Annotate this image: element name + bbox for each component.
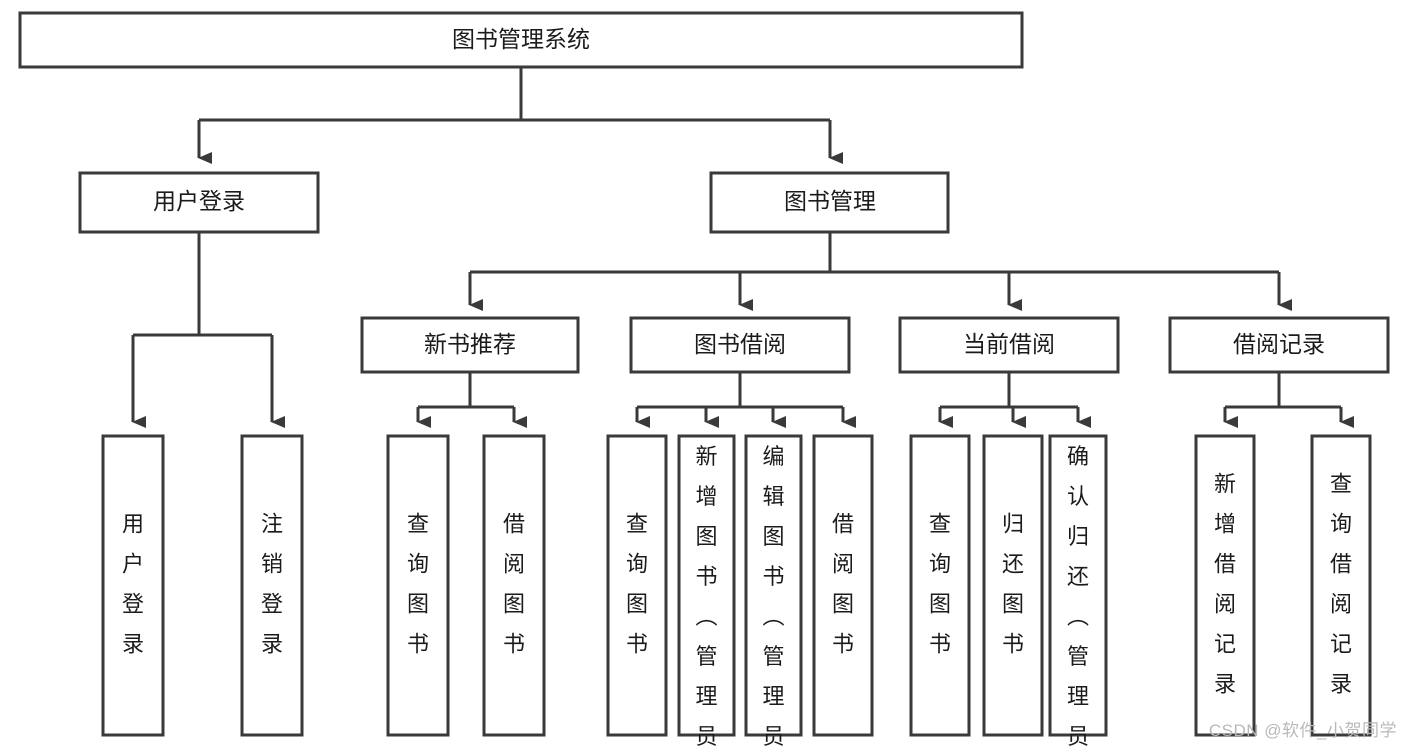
node-book-borrow-label: 图书借阅 bbox=[694, 331, 786, 357]
node-book-manage[interactable]: 图书管理 bbox=[709, 171, 950, 234]
connector-group-current-borrow bbox=[938, 372, 1091, 428]
node-leaf-borrow-book-2-label: 借阅图书 bbox=[832, 511, 854, 656]
node-borrow-record-box bbox=[1168, 316, 1390, 374]
connector-group-user-login bbox=[131, 232, 285, 428]
node-book-borrow-box bbox=[629, 316, 851, 374]
node-leaf-add-book-label: 新增图书︵管理员︶ bbox=[695, 444, 717, 747]
node-leaf-add-record-label: 新增借阅记录 bbox=[1214, 471, 1236, 696]
node-leaf-query-record-box bbox=[1310, 434, 1372, 737]
node-leaf-confirm-return-box bbox=[1048, 434, 1108, 737]
node-leaf-query-book-3-label: 查询图书 bbox=[929, 511, 951, 656]
node-new-book-recommend-box bbox=[360, 316, 580, 374]
node-current-borrow-box bbox=[898, 316, 1120, 374]
node-leaf-query-book-1-box bbox=[386, 434, 450, 737]
node-book-borrow[interactable]: 图书借阅 bbox=[629, 316, 851, 374]
node-borrow-record[interactable]: 借阅记录 bbox=[1168, 316, 1390, 374]
node-leaf-user-login-label: 用户登录 bbox=[122, 511, 144, 656]
leaf-node-layer: 用户登录 注销登录 查询图书 借阅图书 查询图书 新增图书︵管理员︶ 编辑图书︵管理员︶ 借阅… bbox=[101, 434, 1372, 747]
node-user-login-label: 用户登录 bbox=[153, 188, 245, 214]
node-new-book-recommend-label: 新书推荐 bbox=[424, 331, 516, 357]
node-leaf-borrow-book-2-box bbox=[812, 434, 874, 737]
connector-group-root bbox=[197, 67, 843, 164]
node-book-manage-box bbox=[709, 171, 950, 234]
node-leaf-query-book-3-box bbox=[909, 434, 971, 737]
node-leaf-borrow-book-2[interactable]: 借阅图书 bbox=[812, 434, 874, 737]
node-leaf-query-book-3[interactable]: 查询图书 bbox=[909, 434, 971, 737]
node-borrow-record-label: 借阅记录 bbox=[1233, 331, 1325, 357]
node-leaf-return-book[interactable]: 归还图书 bbox=[982, 434, 1044, 737]
node-leaf-borrow-book-1-box bbox=[482, 434, 546, 737]
node-book-manage-label: 图书管理 bbox=[784, 188, 876, 214]
connector-group-book-borrow bbox=[635, 372, 856, 428]
node-leaf-query-record-label: 查询借阅记录 bbox=[1330, 471, 1352, 696]
node-root-box bbox=[18, 11, 1024, 69]
node-user-login[interactable]: 用户登录 bbox=[78, 171, 320, 234]
node-leaf-edit-book[interactable]: 编辑图书︵管理员︶ bbox=[744, 434, 803, 747]
node-current-borrow-label: 当前借阅 bbox=[963, 331, 1055, 357]
node-leaf-user-logout-label: 注销登录 bbox=[261, 511, 283, 656]
node-leaf-query-record[interactable]: 查询借阅记录 bbox=[1310, 434, 1372, 737]
node-leaf-add-book[interactable]: 新增图书︵管理员︶ bbox=[677, 434, 736, 747]
node-leaf-borrow-book-1[interactable]: 借阅图书 bbox=[482, 434, 546, 737]
connector-group-book-manage bbox=[468, 232, 1292, 311]
node-leaf-user-login-box bbox=[101, 434, 165, 737]
node-leaf-edit-book-label: 编辑图书︵管理员︶ bbox=[762, 444, 784, 747]
node-leaf-return-book-box bbox=[982, 434, 1044, 737]
node-leaf-add-record-box bbox=[1194, 434, 1256, 737]
node-current-borrow[interactable]: 当前借阅 bbox=[898, 316, 1120, 374]
node-leaf-user-login[interactable]: 用户登录 bbox=[101, 434, 165, 737]
node-leaf-confirm-return[interactable]: 确认归还︵管理员︶ bbox=[1048, 434, 1108, 747]
node-leaf-query-book-2[interactable]: 查询图书 bbox=[606, 434, 668, 737]
node-root[interactable]: 图书管理系统 bbox=[18, 11, 1024, 69]
connector-group-borrow-record bbox=[1223, 372, 1354, 428]
connector-group-new-book-recommend bbox=[416, 372, 527, 428]
node-leaf-add-record[interactable]: 新增借阅记录 bbox=[1194, 434, 1256, 737]
node-leaf-user-logout-box bbox=[240, 434, 304, 737]
node-user-login-box bbox=[78, 171, 320, 234]
node-leaf-confirm-return-label: 确认归还︵管理员︶ bbox=[1067, 444, 1089, 747]
node-leaf-query-book-2-label: 查询图书 bbox=[626, 511, 648, 656]
node-root-label: 图书管理系统 bbox=[452, 26, 590, 52]
node-leaf-query-book-1[interactable]: 查询图书 bbox=[386, 434, 450, 737]
node-leaf-edit-book-box bbox=[744, 434, 803, 737]
node-leaf-borrow-book-1-label: 借阅图书 bbox=[503, 511, 525, 656]
node-leaf-query-book-1-label: 查询图书 bbox=[407, 511, 429, 656]
node-leaf-user-logout[interactable]: 注销登录 bbox=[240, 434, 304, 737]
node-new-book-recommend[interactable]: 新书推荐 bbox=[360, 316, 580, 374]
node-leaf-add-book-box bbox=[677, 434, 736, 737]
node-leaf-query-book-2-box bbox=[606, 434, 668, 737]
node-leaf-return-book-label: 归还图书 bbox=[1002, 511, 1024, 656]
